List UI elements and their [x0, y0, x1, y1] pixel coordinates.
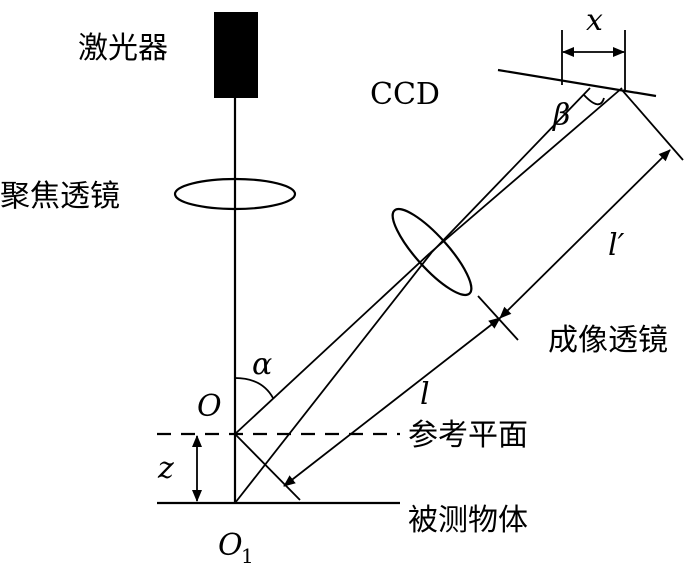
- l-prime-dimension-arrow: [499, 149, 671, 319]
- alpha-arc: [234, 377, 274, 399]
- l-dimension-arrow: [283, 317, 501, 487]
- l-prime-label: l′: [608, 228, 625, 263]
- imaging-lens-label: 成像透镜: [548, 323, 668, 358]
- origin-o-label: O: [197, 389, 222, 424]
- beta-arc: [583, 94, 605, 106]
- l-prime-extension-top: [621, 89, 684, 161]
- ccd-sensor-line: [497, 68, 657, 98]
- alpha-label: α: [252, 347, 272, 382]
- ccd-label: CCD: [370, 77, 440, 112]
- z-label: z: [157, 451, 174, 486]
- x-label: x: [586, 3, 603, 38]
- laser-label: 激光器: [78, 31, 168, 66]
- object-label: 被测物体: [408, 503, 528, 538]
- ray-o-to-lens: [234, 252, 431, 435]
- focus-lens: [173, 177, 297, 211]
- l-label: l: [420, 377, 430, 412]
- l-prime-extension-bottom: [477, 295, 519, 341]
- reference-tick-bottom: [234, 433, 301, 501]
- focus-lens-label: 聚焦透镜: [0, 179, 120, 214]
- ray-lens-to-ccd-right: [429, 87, 623, 254]
- beta-label: β: [552, 98, 570, 133]
- reference-plane-label: 参考平面: [408, 418, 528, 453]
- origin-o1-label: O: [218, 528, 243, 563]
- laser-block: [214, 12, 258, 98]
- origin-o1-subscript: 1: [241, 544, 254, 568]
